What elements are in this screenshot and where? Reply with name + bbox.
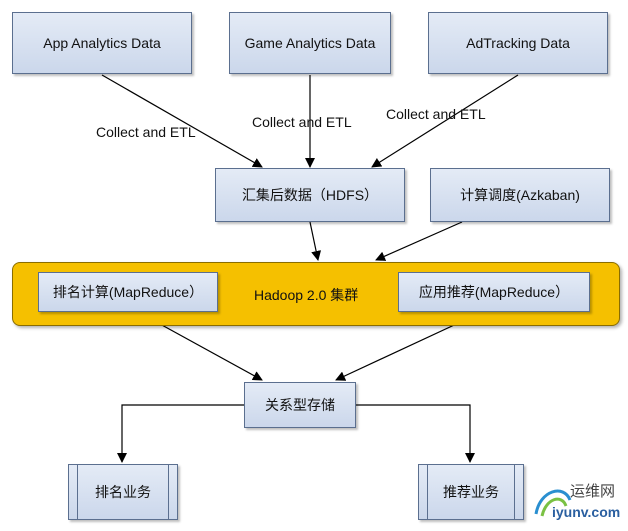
edge-storage-to-ranking-service: [117, 404, 244, 463]
relational-storage-label: 关系型存储: [265, 397, 335, 413]
game-analytics-data-box: Game Analytics Data: [229, 12, 391, 74]
recommend-job-box: 应用推荐(MapReduce）: [398, 272, 590, 312]
hdfs-label: 汇集后数据（HDFS）: [241, 187, 379, 203]
edge-adtracking-to-hdfs: [371, 74, 519, 168]
scheduler-box: 计算调度(Azkaban): [430, 168, 610, 222]
ranking-service-box: 排名业务: [68, 464, 178, 520]
etl-label-middle: Collect and ETL: [252, 114, 352, 130]
ranking-job-label: 排名计算(MapReduce）: [52, 284, 204, 300]
ranking-service-label: 排名业务: [95, 484, 151, 500]
recommend-service-label: 推荐业务: [443, 484, 499, 500]
iyunv-logo-icon: [534, 489, 572, 517]
edge-app-to-hdfs: [101, 74, 263, 168]
hdfs-box: 汇集后数据（HDFS）: [215, 168, 405, 222]
recommend-service-box: 推荐业务: [418, 464, 524, 520]
edge-scheduler-to-cluster: [375, 221, 463, 261]
game-analytics-data-label: Game Analytics Data: [244, 35, 376, 51]
app-analytics-data-label: App Analytics Data: [43, 35, 161, 51]
recommend-job-label: 应用推荐(MapReduce）: [418, 284, 570, 300]
etl-label-right: Collect and ETL: [386, 106, 486, 122]
etl-label-left: Collect and ETL: [96, 124, 196, 140]
watermark-url: iyunv.com: [552, 504, 621, 520]
adtracking-data-label: AdTracking Data: [466, 35, 570, 51]
watermark-brand: 运维网: [570, 483, 616, 500]
app-analytics-data-box: App Analytics Data: [12, 12, 192, 74]
edge-hdfs-to-cluster: [309, 221, 322, 261]
ranking-job-box: 排名计算(MapReduce）: [38, 272, 218, 312]
iyunv-watermark: 运维网 iyunv.com: [530, 478, 626, 530]
edge-storage-to-recommend-service: [356, 404, 475, 463]
adtracking-data-box: AdTracking Data: [428, 12, 608, 74]
hadoop-cluster-title: Hadoop 2.0 集群: [254, 287, 359, 303]
scheduler-label: 计算调度(Azkaban): [460, 187, 580, 203]
relational-storage-box: 关系型存储: [244, 382, 356, 428]
